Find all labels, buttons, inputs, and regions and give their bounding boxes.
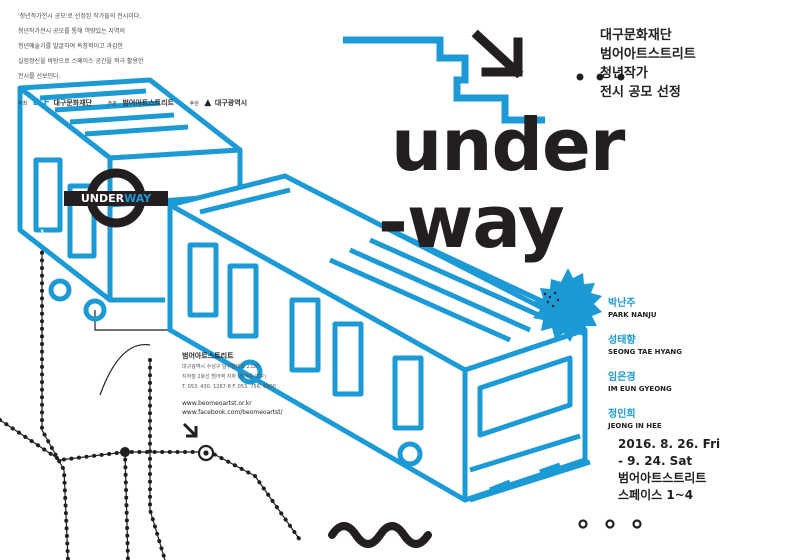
starburst-icon — [533, 268, 602, 342]
exhibition-dates: 2016. 8. 26. Fri - 9. 24. Sat 범어아트스트리트 스… — [618, 436, 798, 504]
facebook-link[interactable]: www.facebook.com/beomeoartst/ — [182, 409, 283, 416]
zigzag-line — [343, 36, 545, 124]
date-line: - 9. 24. Sat — [618, 454, 693, 468]
station-3-label: 3 — [39, 229, 45, 236]
roundel-way: WAY — [124, 192, 152, 205]
venue-address-line: 지하철 2호선 범어역 지하 (범어동 대구) — [182, 374, 267, 380]
artist-name-en: IM EUN GYEONG — [608, 385, 672, 393]
headline-line: 범어아트스트리트 — [600, 47, 696, 62]
roundel-label: UNDERWAY — [66, 192, 166, 205]
support-name: 대구광역시 — [214, 99, 248, 107]
artist-name-en: JEONG IN HEE — [608, 422, 662, 430]
city-logo-icon: ▲ — [204, 98, 212, 108]
train-car-rear — [17, 77, 243, 322]
venue-address-line: 대구광역시 수성구 달구벌대로 2320 — [182, 364, 260, 370]
intro-line: 청년예술가를 발굴하여 독창적이고 과감한 — [18, 43, 124, 50]
date-line: 스페이스 1~4 — [618, 488, 694, 502]
target-station-icon — [197, 444, 215, 462]
intro-line: 실험정신을 바탕으로 스페이스 공간을 적극 활용한 — [18, 58, 144, 65]
artist-name-kr: 임은경 — [608, 372, 636, 383]
title-way: -way — [378, 180, 565, 264]
date-line: 2016. 8. 26. Fri — [618, 437, 721, 451]
intro-text: '청년작가전시 공모'로 선정된 작가들의 전시이다. 청년작가전시 공모를 통… — [18, 9, 168, 84]
website-link[interactable]: www.beomeoartst.or.kr — [182, 400, 252, 407]
headline-line: 청년작가 — [600, 66, 648, 81]
intro-line: 전시를 선보인다. — [18, 73, 61, 80]
artist-3: 임은경 IM EUN GYEONG — [608, 372, 672, 394]
foundation-logo-icon: D.F — [32, 98, 50, 108]
artist-1: 박난주 PARK NANJU — [608, 298, 657, 320]
host-label: 주최 — [18, 101, 28, 107]
organizer-name: 범어아트스트리트 — [122, 99, 174, 107]
headline-kr: 대구문화재단 범어아트스트리트 청년작가 전시 공모 선정 — [600, 26, 790, 102]
arrow-down-right-icon — [471, 29, 524, 79]
title-under: under — [391, 103, 625, 187]
support-label: 후원 — [189, 101, 199, 107]
venue-name: 범어아트스트리트 — [182, 352, 234, 360]
headline-line: 전시 공모 선정 — [600, 85, 681, 100]
artist-name-kr: 정인희 — [608, 409, 636, 420]
intro-line: '청년작가전시 공모'로 선정된 작가들의 전시이다. — [18, 13, 142, 20]
host-name: 대구문화재단 — [53, 99, 93, 107]
artist-name-en: SEONG TAE HYANG — [608, 348, 682, 356]
organizer-label: 주관 — [107, 101, 117, 107]
dots-icon — [576, 73, 625, 81]
transfer-station-icon — [120, 447, 130, 457]
intro-line: 청년작가전시 공모를 통해 역량있는 지역의 — [18, 28, 125, 35]
artist-name-kr: 성태향 — [608, 335, 636, 346]
date-line: 범어아트스트리트 — [618, 471, 707, 485]
artist-name-kr: 박난주 — [608, 298, 636, 309]
roundel-under: UNDER — [80, 192, 125, 205]
venue-address-line: T. 053. 430. 1267-8 F. 053. 756. 6800 — [182, 384, 276, 390]
sponsor-row: 주최 D.F 대구문화재단 주관 범어아트스트리트 후원 ▲ 대구광역시 — [18, 98, 261, 108]
subway-roundel-icon — [64, 168, 168, 228]
headline-line: 대구문화재단 — [600, 28, 672, 43]
artist-4: 정인희 JEONG IN HEE — [608, 409, 662, 431]
small-arrow-icon — [182, 422, 198, 438]
station-1-label: 1 — [427, 326, 433, 333]
artist-2: 성태향 SEONG TAE HYANG — [608, 335, 682, 357]
artist-name-en: PARK NANJU — [608, 311, 657, 319]
venue-info: 범어아트스트리트 대구광역시 수성구 달구벌대로 2320 지하철 2호선 범어… — [182, 350, 342, 417]
starburst-dots — [543, 291, 560, 308]
dots-bottom-icon — [578, 519, 642, 529]
wave-icon — [328, 522, 432, 548]
